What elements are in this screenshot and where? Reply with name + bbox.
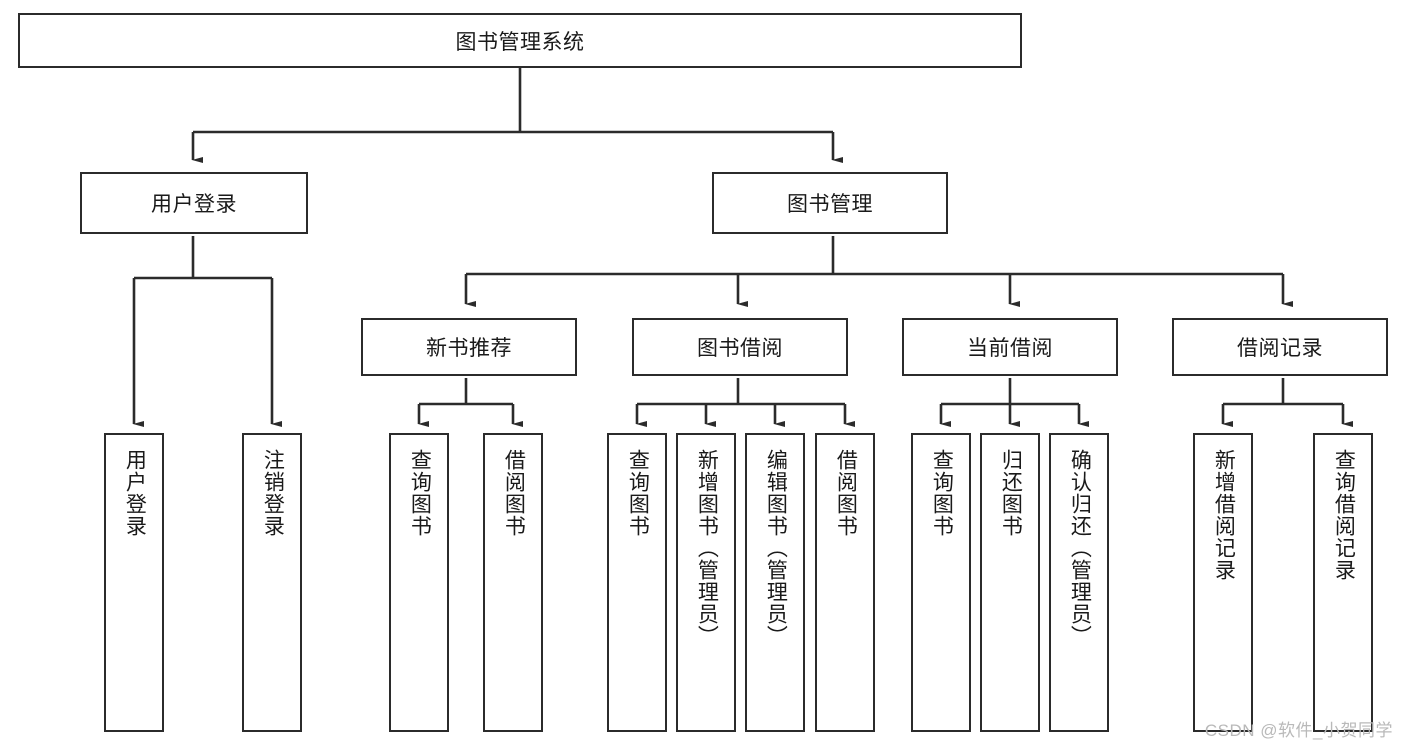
node-label: 图书借阅 bbox=[697, 337, 783, 360]
node-book-management[interactable]: 图书管理 bbox=[712, 172, 948, 234]
node-label: 借阅记录 bbox=[1237, 337, 1323, 360]
node-new-book-recommend[interactable]: 新书推荐 bbox=[361, 318, 577, 376]
leaf-book-borrow-edit-book-admin[interactable]: 编辑图书（管理员） bbox=[745, 433, 805, 732]
leaf-new-book-query-book[interactable]: 查询图书 bbox=[389, 433, 449, 732]
node-user-login[interactable]: 用户登录 bbox=[80, 172, 308, 234]
node-borrow-record[interactable]: 借阅记录 bbox=[1172, 318, 1388, 376]
leaf-book-borrow-borrow-book[interactable]: 借阅图书 bbox=[815, 433, 875, 732]
leaf-label: 查询借阅记录 bbox=[1332, 449, 1356, 581]
leaf-current-borrow-confirm-return-admin[interactable]: 确认归还（管理员） bbox=[1049, 433, 1109, 732]
watermark: CSDN @软件_小贺同学 bbox=[1204, 721, 1393, 740]
leaf-borrow-record-add-record[interactable]: 新增借阅记录 bbox=[1193, 433, 1253, 732]
node-root-library-system[interactable]: 图书管理系统 bbox=[18, 13, 1022, 68]
node-label: 用户登录 bbox=[151, 193, 237, 216]
leaf-book-borrow-query-book[interactable]: 查询图书 bbox=[607, 433, 667, 732]
leaf-label: 查询图书 bbox=[930, 449, 954, 537]
leaf-label: 确认归还（管理员） bbox=[1068, 449, 1092, 647]
leaf-label: 查询图书 bbox=[408, 449, 432, 537]
node-label: 图书管理系统 bbox=[455, 30, 585, 54]
leaf-current-borrow-return-book[interactable]: 归还图书 bbox=[980, 433, 1040, 732]
leaf-label: 借阅图书 bbox=[502, 449, 526, 537]
node-label: 当前借阅 bbox=[967, 337, 1053, 360]
leaf-book-borrow-add-book-admin[interactable]: 新增图书（管理员） bbox=[676, 433, 736, 732]
node-book-borrow[interactable]: 图书借阅 bbox=[632, 318, 848, 376]
leaf-label: 查询图书 bbox=[626, 449, 650, 537]
leaf-label: 借阅图书 bbox=[834, 449, 858, 537]
leaf-label: 编辑图书（管理员） bbox=[764, 449, 788, 647]
leaf-label: 新增借阅记录 bbox=[1212, 449, 1236, 581]
leaf-new-book-borrow-book[interactable]: 借阅图书 bbox=[483, 433, 543, 732]
leaf-user-login-logout[interactable]: 注销登录 bbox=[242, 433, 302, 732]
leaf-label: 归还图书 bbox=[999, 449, 1023, 537]
leaf-borrow-record-query-record[interactable]: 查询借阅记录 bbox=[1313, 433, 1373, 732]
node-label: 图书管理 bbox=[787, 193, 873, 216]
leaf-label: 注销登录 bbox=[261, 449, 285, 537]
node-label: 新书推荐 bbox=[426, 337, 512, 360]
node-current-borrow[interactable]: 当前借阅 bbox=[902, 318, 1118, 376]
leaf-current-borrow-query-book[interactable]: 查询图书 bbox=[911, 433, 971, 732]
leaf-user-login-login[interactable]: 用户登录 bbox=[104, 433, 164, 732]
leaf-label: 用户登录 bbox=[123, 449, 147, 537]
leaf-label: 新增图书（管理员） bbox=[695, 449, 719, 647]
